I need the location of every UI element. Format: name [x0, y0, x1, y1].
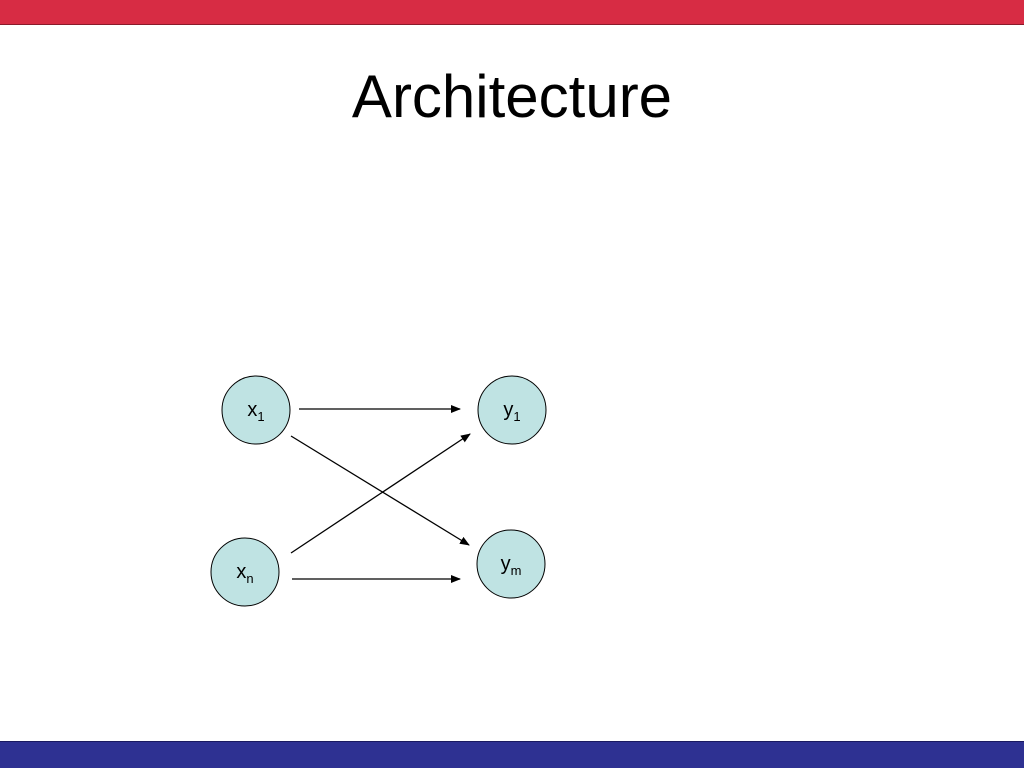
node-label-subscript: n — [246, 571, 253, 586]
node-label-base: x — [247, 399, 257, 421]
node-circle — [210, 537, 280, 607]
node-label: xn — [236, 561, 253, 586]
node-label-base: x — [236, 561, 246, 583]
node-label-subscript: 1 — [513, 409, 520, 424]
node-label-base: y — [503, 399, 513, 421]
node-label: y1 — [503, 399, 520, 424]
top-accent-bar — [0, 0, 1024, 25]
node-x1: x1 — [221, 375, 291, 445]
node-label-base: y — [501, 553, 511, 575]
edge-x1-ym — [290, 435, 470, 546]
node-xn: xn — [210, 537, 280, 607]
bottom-accent-bar — [0, 741, 1024, 768]
node-circle — [221, 375, 291, 445]
edges — [290, 405, 471, 583]
slide-title: Architecture — [351, 63, 673, 130]
node-ym: ym — [476, 529, 546, 599]
node-label-subscript: m — [511, 563, 522, 578]
node-label: ym — [501, 553, 522, 578]
edge-xn-y1 — [290, 433, 471, 554]
node-circle — [477, 375, 547, 445]
node-label: x1 — [247, 399, 264, 424]
node-label-subscript: 1 — [257, 409, 264, 424]
node-y1: y1 — [477, 375, 547, 445]
node-circle — [476, 529, 546, 599]
